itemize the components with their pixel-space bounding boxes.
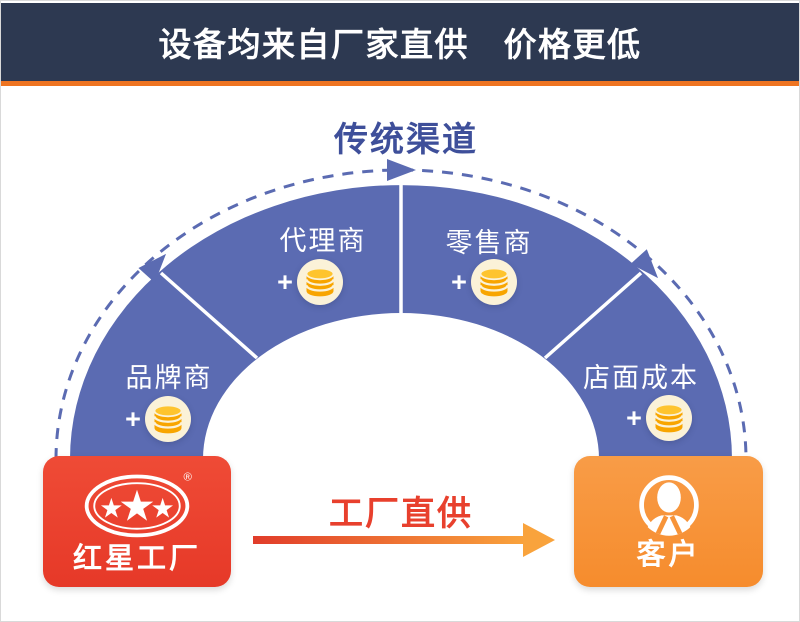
cost-marker-store: + — [624, 395, 692, 441]
dashed-flow-arc — [54, 168, 748, 460]
segment-label-store-cost: 店面成本 — [583, 363, 699, 393]
customer-card: 客户 — [574, 456, 763, 587]
accent-divider — [1, 81, 799, 86]
person-icon — [638, 475, 699, 536]
factory-card: ® 红星工厂 — [43, 456, 231, 587]
three-stars-ellipse-logo-icon: ® — [84, 471, 193, 538]
segment-divider-right — [543, 271, 643, 360]
channel-ring — [70, 185, 732, 459]
coin-stack-icon — [145, 396, 191, 442]
plus-sign: + — [626, 403, 642, 433]
coin-stack-icon — [646, 395, 692, 441]
customer-name-label: 客户 — [636, 539, 701, 572]
plus-sign: + — [451, 267, 467, 297]
factory-name-label: 红星工厂 — [72, 543, 201, 576]
plus-sign: + — [277, 267, 293, 297]
coin-stack-icon — [471, 259, 517, 305]
registered-mark: ® — [184, 471, 193, 483]
segment-label-agent: 代理商 — [279, 226, 367, 256]
segment-divider-left — [159, 271, 259, 360]
segment-label-retailer: 零售商 — [445, 228, 533, 258]
segment-label-brand: 品牌商 — [125, 363, 213, 393]
traditional-channel-title: 传统渠道 — [334, 121, 478, 159]
right-arrow-icon — [253, 523, 555, 557]
plus-sign: + — [125, 404, 141, 434]
flow-arrowhead-top-icon — [387, 159, 416, 181]
flow-arrowhead-left-icon — [138, 253, 167, 283]
coin-stack-icon — [297, 259, 343, 305]
flow-arrowhead-right-icon — [630, 249, 659, 279]
header-banner: 设备均来自厂家直供 价格更低 — [1, 3, 799, 81]
cost-marker-brand: + — [123, 396, 191, 442]
cost-marker-retailer: + — [449, 259, 517, 305]
direct-supply-label: 工厂直供 — [329, 495, 473, 533]
page-title: 设备均来自厂家直供 价格更低 — [158, 26, 642, 63]
cost-marker-agent: + — [275, 259, 343, 305]
